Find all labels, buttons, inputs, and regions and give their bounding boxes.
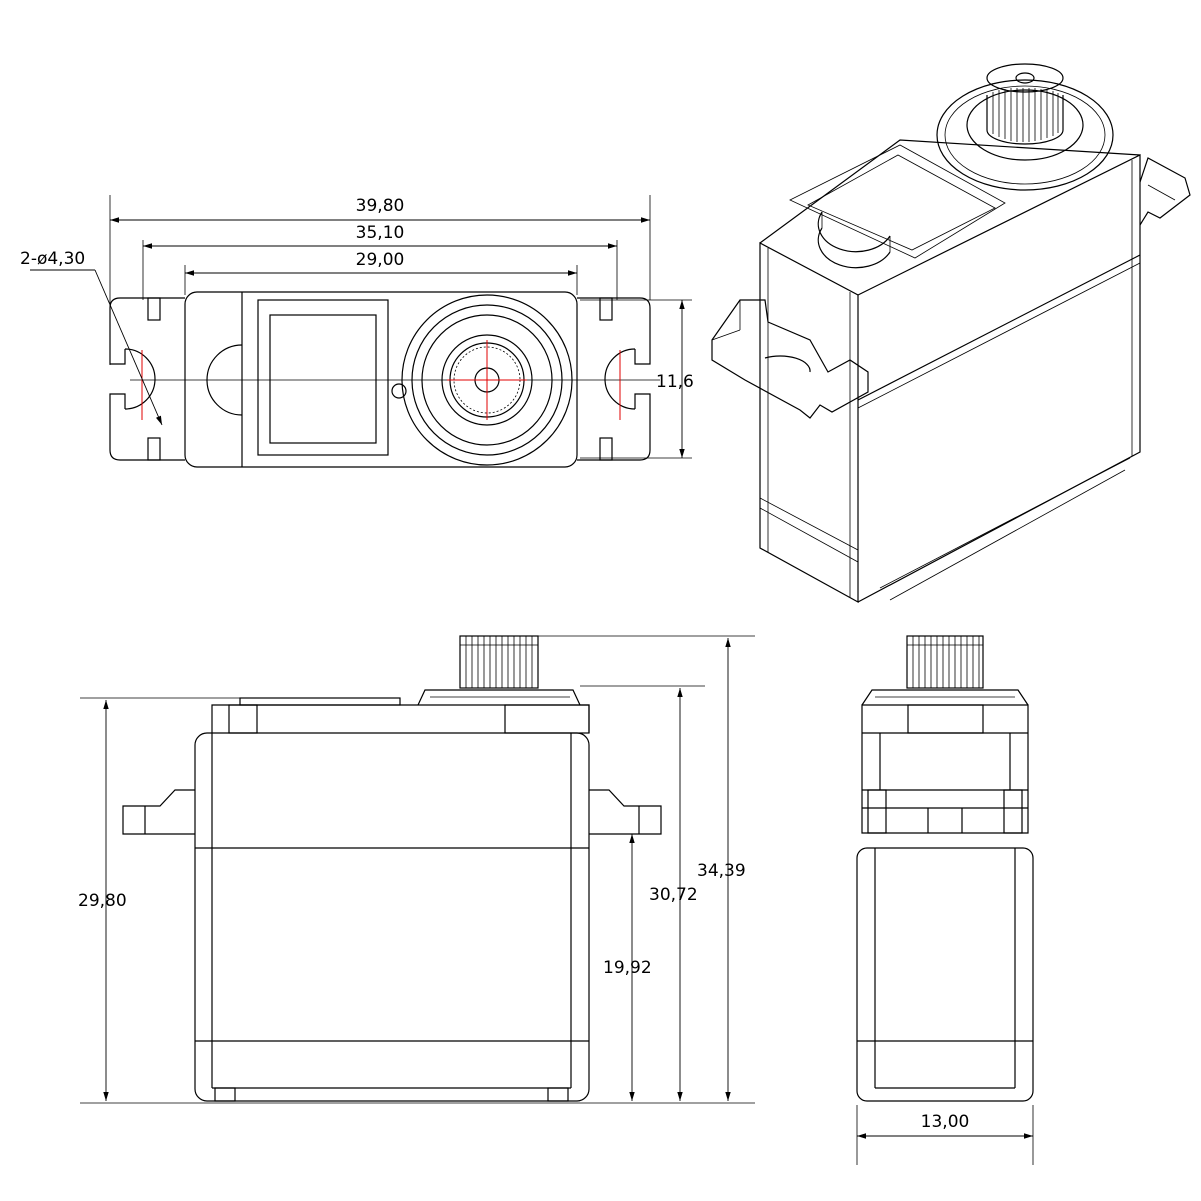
dim-hole-spacing: 35,10 (356, 223, 405, 243)
dim-hole-diameter: 2-ø4,30 (20, 249, 85, 269)
top-view: 39,80 35,10 29,00 2-ø4,30 11,6 (20, 195, 694, 468)
dim-flange-height: 19,92 (603, 958, 652, 978)
dim-top-depth: 11,6 (656, 372, 694, 392)
dim-overall-height: 34,39 (697, 861, 746, 881)
dim-body-height: 29,80 (78, 891, 127, 911)
dim-side-width: 13,00 (921, 1112, 970, 1132)
dim-overall-width: 39,80 (356, 196, 405, 216)
dim-body-width: 29,00 (356, 250, 405, 270)
front-view: 29,80 19,92 30,72 34,39 (78, 635, 755, 1104)
dim-top-height: 30,72 (649, 885, 698, 905)
isometric-view (711, 63, 1191, 604)
side-view: 13,00 (856, 635, 1034, 1165)
